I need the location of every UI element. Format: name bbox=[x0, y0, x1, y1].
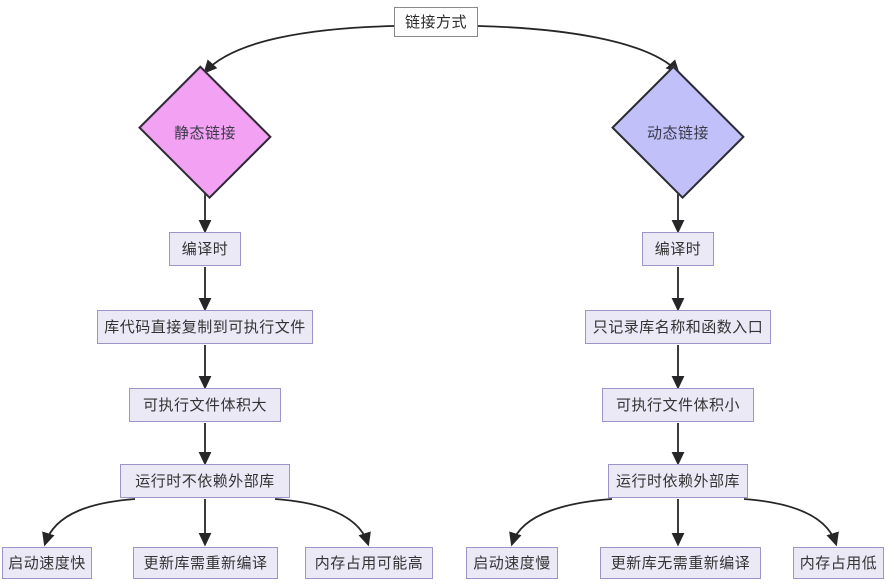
node-dynamic-linking-label: 动态链接 bbox=[646, 123, 709, 142]
node-static-outcome-recompile[interactable]: 更新库需重新编译 bbox=[133, 547, 278, 579]
node-dynamic-outcome-no-recompile-label: 更新库无需重新编译 bbox=[610, 553, 751, 572]
node-static-outcome-high-memory[interactable]: 内存占用可能高 bbox=[305, 547, 433, 579]
edge-static-runtime-to-memory bbox=[274, 498, 371, 547]
node-static-outcome-high-memory-label: 内存占用可能高 bbox=[314, 553, 424, 572]
node-static-copy-code-label: 库代码直接复制到可执行文件 bbox=[104, 317, 306, 336]
node-static-large-binary-label: 可执行文件体积大 bbox=[142, 395, 267, 414]
node-dynamic-small-binary-label: 可执行文件体积小 bbox=[615, 395, 740, 414]
node-dynamic-outcome-low-memory[interactable]: 内存占用低 bbox=[793, 547, 884, 579]
node-dynamic-outcome-slow-startup-label: 启动速度慢 bbox=[473, 553, 551, 572]
node-static-no-runtime-dep[interactable]: 运行时不依赖外部库 bbox=[120, 464, 290, 498]
node-dynamic-record-names[interactable]: 只记录库名称和函数入口 bbox=[585, 310, 771, 344]
edge-static-runtime-to-startup bbox=[42, 498, 136, 547]
node-root-link-method[interactable]: 链接方式 bbox=[394, 7, 478, 37]
node-dynamic-compile-time-label: 编译时 bbox=[654, 239, 702, 258]
node-static-linking-label: 静态链接 bbox=[173, 123, 236, 142]
edge-root-to-dynamic bbox=[477, 25, 680, 74]
edge-dynamic-runtime-to-memory bbox=[743, 498, 839, 547]
node-dynamic-record-names-label: 只记录库名称和函数入口 bbox=[592, 317, 764, 336]
edge-root-to-static bbox=[203, 25, 395, 74]
node-static-compile-time[interactable]: 编译时 bbox=[169, 232, 241, 266]
node-dynamic-runtime-dep-label: 运行时依赖外部库 bbox=[615, 471, 740, 490]
node-dynamic-runtime-dep[interactable]: 运行时依赖外部库 bbox=[608, 464, 748, 498]
edge-dynamic-runtime-to-startup bbox=[509, 498, 613, 547]
node-dynamic-outcome-no-recompile[interactable]: 更新库无需重新编译 bbox=[600, 547, 761, 579]
node-static-compile-time-label: 编译时 bbox=[181, 239, 229, 258]
node-static-no-runtime-dep-label: 运行时不依赖外部库 bbox=[135, 471, 275, 490]
node-static-copy-code[interactable]: 库代码直接复制到可执行文件 bbox=[97, 310, 313, 344]
node-dynamic-outcome-low-memory-label: 内存占用低 bbox=[799, 553, 878, 572]
node-static-outcome-recompile-label: 更新库需重新编译 bbox=[143, 553, 268, 572]
node-dynamic-compile-time[interactable]: 编译时 bbox=[642, 232, 714, 266]
node-dynamic-small-binary[interactable]: 可执行文件体积小 bbox=[602, 388, 754, 422]
node-static-linking-decision[interactable]: 静态链接 bbox=[136, 65, 274, 199]
node-static-outcome-fast-startup-label: 启动速度快 bbox=[8, 553, 86, 572]
node-dynamic-linking-decision[interactable]: 动态链接 bbox=[609, 65, 747, 199]
node-dynamic-outcome-slow-startup[interactable]: 启动速度慢 bbox=[466, 547, 558, 579]
node-static-large-binary[interactable]: 可执行文件体积大 bbox=[129, 388, 281, 422]
node-root-label: 链接方式 bbox=[404, 12, 467, 31]
node-static-outcome-fast-startup[interactable]: 启动速度快 bbox=[2, 547, 92, 579]
